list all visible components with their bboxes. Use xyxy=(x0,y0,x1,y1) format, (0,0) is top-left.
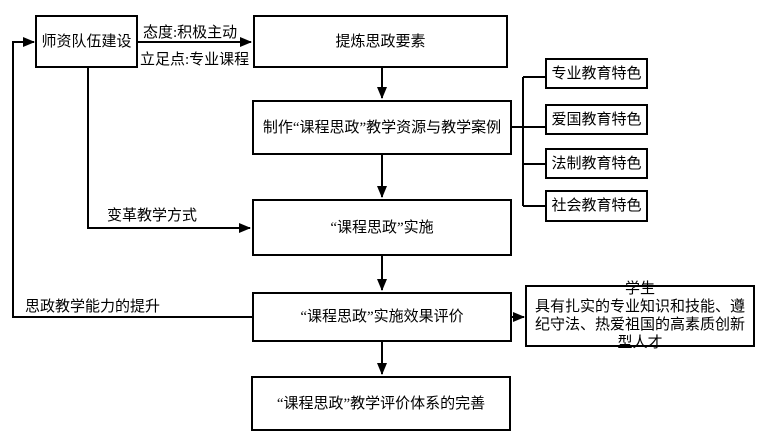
box-produce-resources: 制作“课程思政”教学资源与教学案例 xyxy=(252,100,512,155)
label-teaching-method: 变革教学方式 xyxy=(107,208,198,224)
box-feature-social: 社会教育特色 xyxy=(545,190,648,222)
student-description: 具有扎实的专业知识和技能、遵纪守法、热爱祖国的高素质创新型人才 xyxy=(534,299,745,351)
box-student-outcome: 学生 具有扎实的专业知识和技能、遵纪守法、热爱祖国的高素质创新型人才 xyxy=(525,281,755,351)
box-feature-professional: 专业教育特色 xyxy=(545,58,648,89)
box-teacher-team: 师资队伍建设 xyxy=(35,15,138,68)
box-extract-elements: 提炼思政要素 xyxy=(253,15,508,68)
box-evaluation-system: “课程思政”教学评价体系的完善 xyxy=(251,376,511,431)
arrow-feedback-to-teacher xyxy=(12,37,252,318)
box-feature-legal: 法制教育特色 xyxy=(545,148,648,179)
box-feature-patriotic: 爱国教育特色 xyxy=(545,104,648,135)
student-title: 学生 xyxy=(624,281,655,297)
label-ability-improvement: 思政教学能力的提升 xyxy=(25,299,161,315)
arrow-teacher-to-implement xyxy=(87,68,251,233)
box-implementation: “课程思政”实施 xyxy=(252,199,512,256)
box-effect-evaluation: “课程思政”实施效果评价 xyxy=(252,292,512,342)
label-attitude: 态度:积极主动 xyxy=(143,25,238,41)
label-foothold: 立足点:专业课程 xyxy=(140,52,250,68)
